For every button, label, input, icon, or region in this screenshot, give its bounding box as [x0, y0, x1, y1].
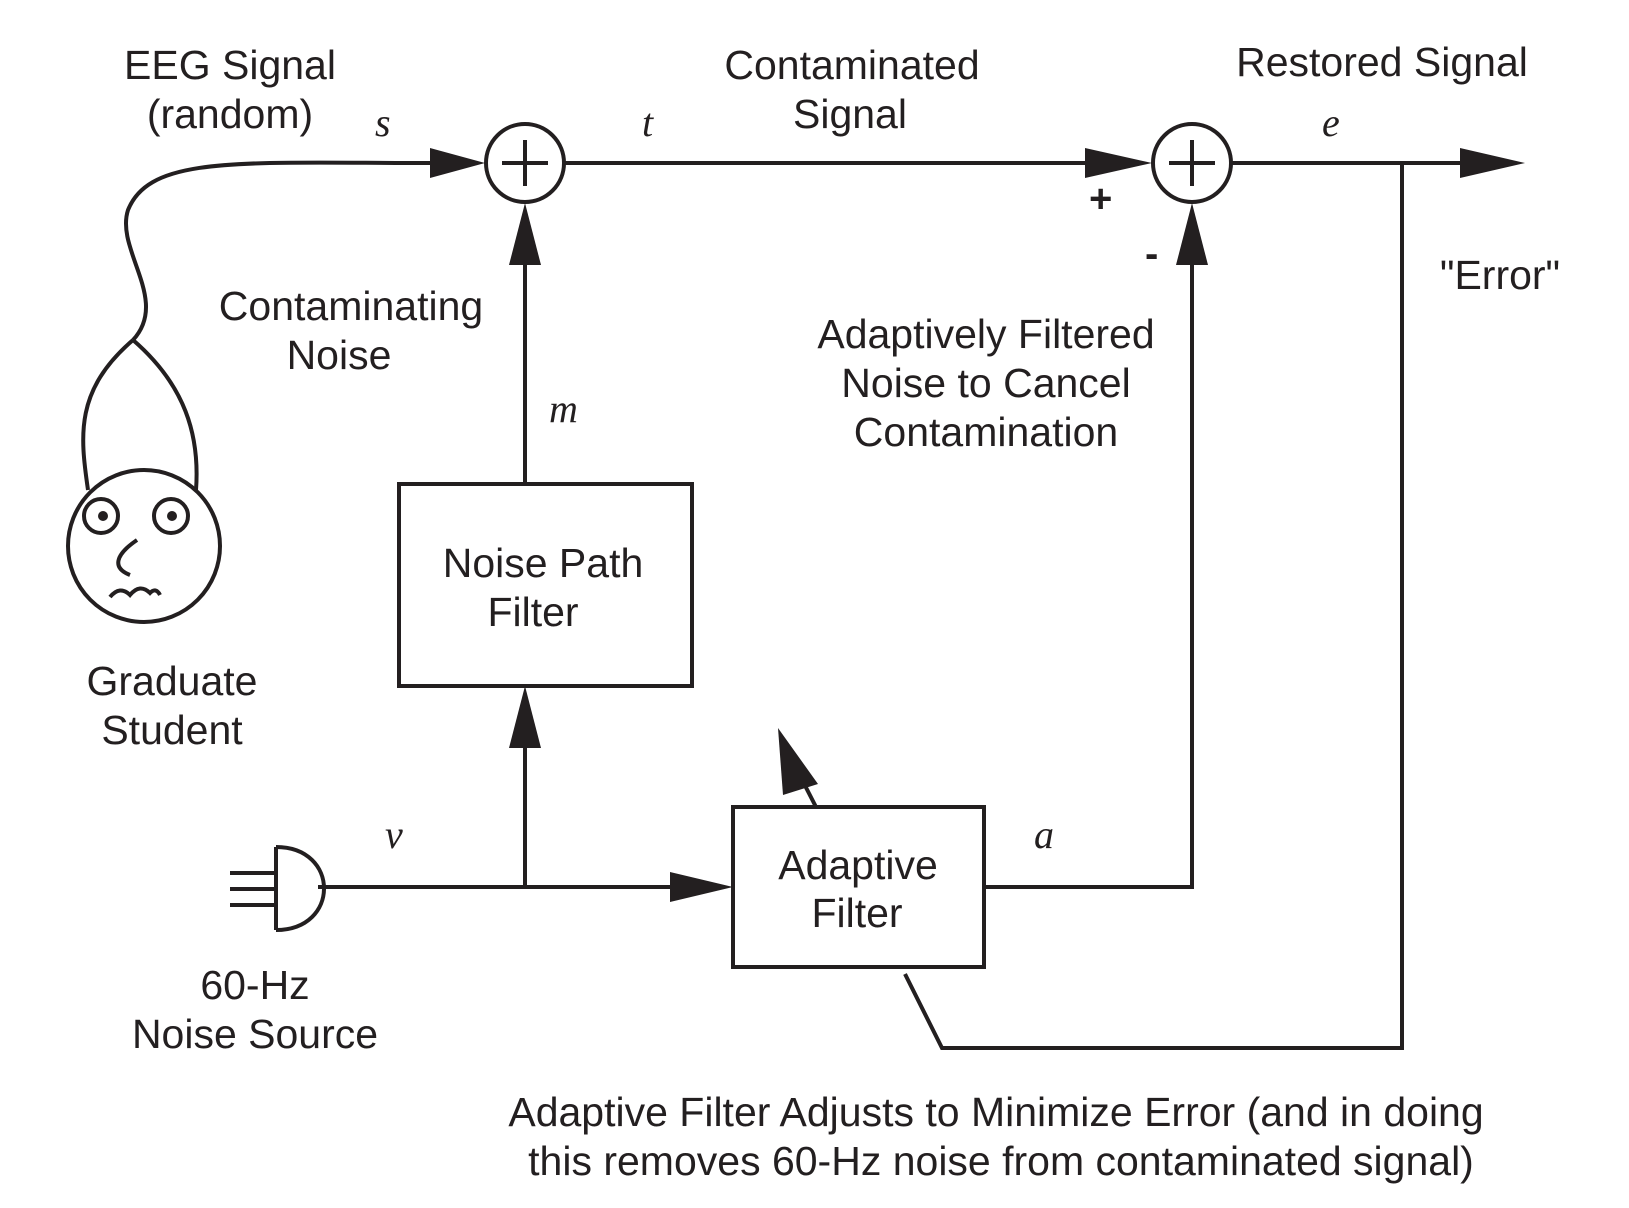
summing-junction-1 — [484, 122, 566, 204]
adaptation-arrowhead — [778, 728, 818, 795]
contaminated-signal-label-line1: Contaminated — [724, 42, 979, 88]
noise-path-input-arrowhead — [509, 686, 541, 748]
electrode-lead-right — [131, 338, 199, 491]
a-arrowhead — [1176, 203, 1208, 265]
contaminating-noise-label-line1: Contaminating — [219, 283, 483, 329]
adaptive-filter-block — [731, 805, 986, 969]
eeg-signal-label-line2: (random) — [147, 91, 313, 137]
summing-junction-2 — [1151, 122, 1233, 204]
var-e: e — [1322, 100, 1340, 145]
minus-sign: - — [1145, 232, 1158, 276]
var-s: s — [375, 100, 391, 145]
var-m: m — [549, 386, 578, 431]
var-t: t — [642, 100, 654, 145]
graduate-student-label-line1: Graduate — [87, 658, 258, 704]
contaminated-signal-label-line2: Signal — [793, 91, 907, 137]
v-arrowhead — [670, 872, 733, 902]
error-label: "Error" — [1440, 252, 1560, 298]
var-a: a — [1034, 812, 1054, 857]
adaptively-filtered-label-line3: Contamination — [854, 409, 1118, 455]
graduate-student-face-icon — [66, 468, 222, 624]
noise-path-filter-block — [397, 482, 694, 688]
adaptively-filtered-label-line1: Adaptively Filtered — [817, 311, 1154, 357]
error-feedback-wire — [903, 163, 1404, 1050]
m-arrowhead — [509, 203, 541, 265]
caption-line2: this removes 60-Hz noise from contaminat… — [528, 1138, 1474, 1184]
adaptive-output-wire — [984, 265, 1194, 889]
contaminating-noise-label-line2: Noise — [287, 332, 392, 378]
noise-source-label-line2: Noise Source — [132, 1011, 378, 1057]
noise-path-filter-label-line2: Filter — [487, 589, 578, 635]
noise-path-filter-label-line1: Noise Path — [443, 540, 644, 586]
e-arrowhead — [1460, 148, 1525, 178]
eeg-signal-wire — [124, 160, 431, 342]
t-arrowhead — [1085, 148, 1152, 178]
caption-line1: Adaptive Filter Adjusts to Minimize Erro… — [508, 1089, 1483, 1135]
noise-source-label-line1: 60-Hz — [200, 962, 309, 1008]
var-v: v — [385, 812, 403, 857]
adaptive-filter-label-line2: Filter — [811, 890, 902, 936]
s-arrowhead — [430, 148, 485, 178]
graduate-student-label-line2: Student — [101, 707, 243, 753]
adaptive-filter-label-line1: Adaptive — [778, 842, 938, 888]
restored-signal-label: Restored Signal — [1236, 39, 1528, 85]
adaptively-filtered-label-line2: Noise to Cancel — [841, 360, 1130, 406]
plug-icon — [230, 845, 326, 932]
plus-sign: + — [1089, 177, 1112, 221]
eeg-signal-label-line1: EEG Signal — [124, 42, 336, 88]
electrode-lead-left — [81, 338, 135, 491]
